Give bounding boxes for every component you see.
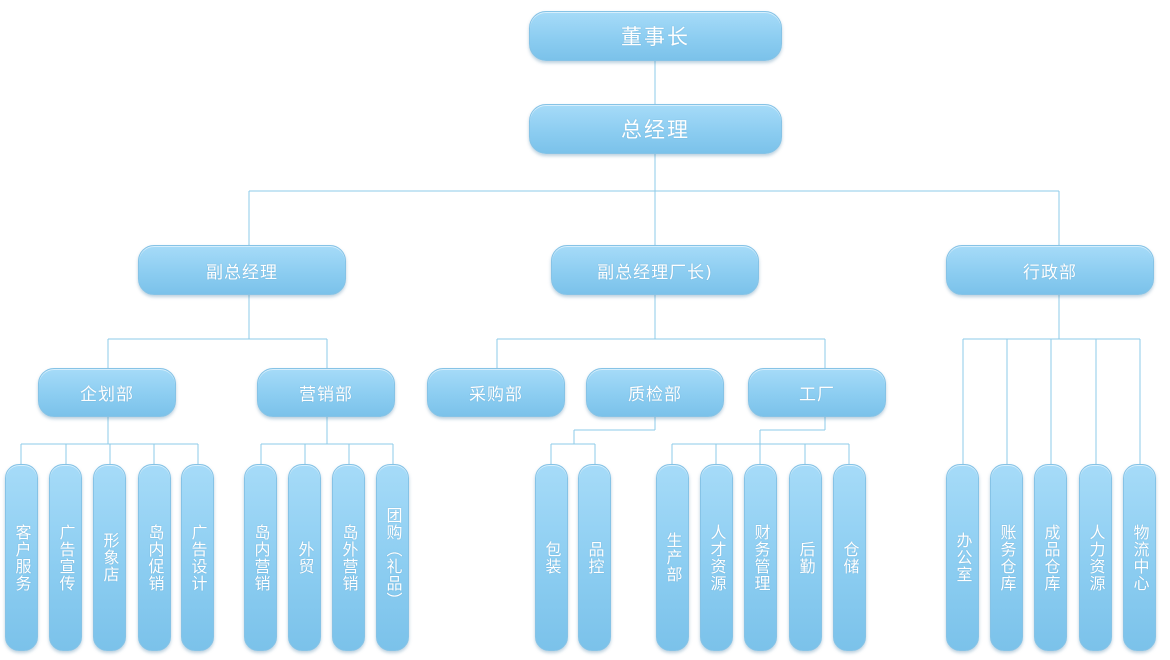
node-qc-dept[interactable]: 质检部 [586, 368, 724, 417]
node-island-marketing[interactable]: 岛内营销 [244, 464, 277, 651]
node-human-resources[interactable]: 人力资源 [1079, 464, 1112, 651]
node-office[interactable]: 办公室 [946, 464, 979, 651]
node-production-dept[interactable]: 生产部 [656, 464, 689, 651]
node-chairman[interactable]: 董事长 [529, 11, 782, 61]
node-foreign-trade[interactable]: 外贸 [288, 464, 321, 651]
node-finished-warehouse[interactable]: 成品仓库 [1034, 464, 1067, 651]
node-storage[interactable]: 仓储 [833, 464, 866, 651]
node-advertising[interactable]: 广告宣传 [49, 464, 82, 651]
node-factory[interactable]: 工厂 [748, 368, 886, 417]
node-vice-gm-factory[interactable]: 副总经理厂长) [551, 245, 759, 295]
node-offisland-marketing[interactable]: 岛外营销 [332, 464, 365, 651]
node-image-store[interactable]: 形象店 [93, 464, 126, 651]
node-general-manager[interactable]: 总经理 [529, 104, 782, 154]
node-planning-dept[interactable]: 企划部 [38, 368, 176, 417]
node-logistics-support[interactable]: 后勤 [789, 464, 822, 651]
node-customer-service[interactable]: 客户服务 [5, 464, 38, 651]
node-packaging[interactable]: 包装 [535, 464, 568, 651]
node-admin-dept[interactable]: 行政部 [946, 245, 1154, 295]
node-quality-control[interactable]: 品控 [578, 464, 611, 651]
node-accounts-warehouse[interactable]: 账务仓库 [990, 464, 1023, 651]
node-talent-resources[interactable]: 人才资源 [700, 464, 733, 651]
node-logistics-center[interactable]: 物流中心 [1123, 464, 1156, 651]
node-vice-gm[interactable]: 副总经理 [138, 245, 346, 295]
node-ad-design[interactable]: 广告设计 [181, 464, 214, 651]
node-island-promotion[interactable]: 岛内促销 [138, 464, 171, 651]
node-marketing-dept[interactable]: 营销部 [257, 368, 395, 417]
node-purchasing-dept[interactable]: 采购部 [427, 368, 565, 417]
node-group-purchase[interactable]: 团购（礼品） [376, 464, 409, 651]
node-finance[interactable]: 财务管理 [744, 464, 777, 651]
